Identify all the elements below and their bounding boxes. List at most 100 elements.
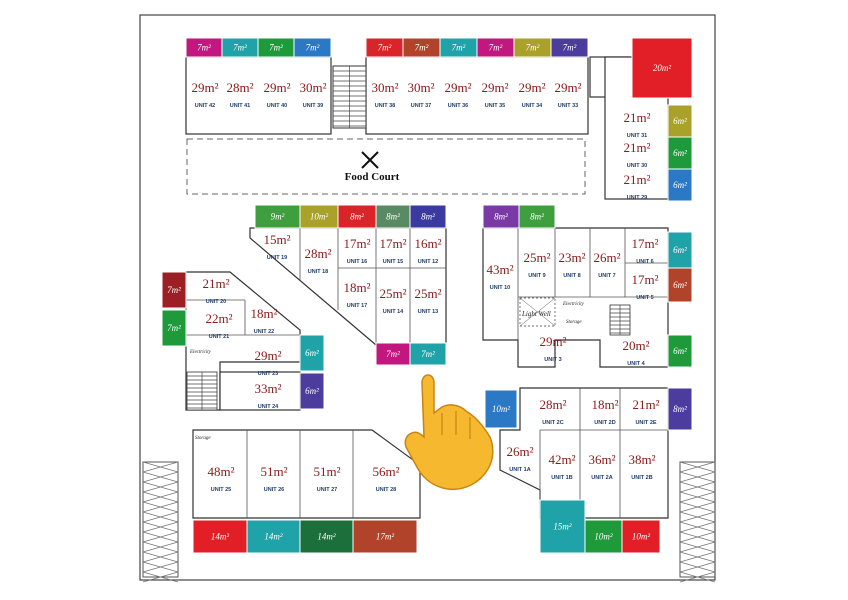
unit-area: 29m²	[481, 80, 508, 95]
light-well-tag: Light Well	[521, 310, 551, 318]
kiosk-fill	[667, 267, 693, 303]
unit-u13: 25m² UNIT 13	[414, 286, 441, 315]
unit-label: UNIT 9	[528, 273, 545, 279]
unit-label: UNIT 30	[627, 163, 647, 169]
kiosk-area: 8m²	[350, 212, 364, 222]
unit-area: 15m²	[263, 232, 290, 247]
kiosk-area: 7m²	[378, 43, 392, 53]
kiosk-fill	[409, 204, 447, 229]
kiosk-k27: 7m²	[161, 271, 187, 309]
kiosk-k23: 8m²	[518, 204, 556, 229]
unit-area: 25m²	[414, 286, 441, 301]
kiosk-area: 7m²	[421, 349, 435, 359]
kiosk-area: 7m²	[386, 349, 400, 359]
kiosk-k28: 7m²	[161, 309, 187, 347]
unit-area: 17m²	[631, 236, 658, 251]
kiosk-area: 14m²	[317, 532, 335, 542]
kiosk-k12: 6m²	[667, 104, 693, 138]
kiosk-fill	[631, 37, 693, 99]
kiosk-area: 8m²	[530, 212, 544, 222]
unit-area: 21m²	[623, 140, 650, 155]
kiosk-k3: 7m²	[257, 37, 295, 58]
kiosk-k14: 6m²	[667, 168, 693, 202]
unit-label: UNIT 42	[195, 103, 215, 109]
kiosk-area: 7m²	[167, 323, 181, 333]
kiosk-k18: 8m²	[375, 204, 411, 229]
unit-area: 23m²	[558, 250, 585, 265]
south-west-block	[192, 429, 421, 519]
kiosk-fill	[667, 387, 693, 431]
unit-label: UNIT 15	[383, 259, 403, 265]
kiosk-k6: 7m²	[402, 37, 441, 58]
kiosk-k16: 10m²	[299, 204, 339, 229]
unit-area: 21m²	[623, 110, 650, 125]
center-block	[249, 227, 447, 346]
food-court-label: Food Court	[345, 171, 400, 183]
left-hatch-area	[142, 461, 179, 583]
unit-label: UNIT 2B	[631, 475, 652, 481]
unit-label: UNIT 17	[347, 303, 367, 309]
unit-u42: 29m² UNIT 42	[191, 80, 218, 109]
unit-area: 16m²	[414, 236, 441, 251]
kiosk-k30: 6m²	[299, 372, 325, 410]
kiosk-k5: 7m²	[365, 37, 404, 58]
unit-u26: 51m² UNIT 26	[260, 464, 287, 493]
kiosk-area: 7m²	[233, 43, 247, 53]
unit-area: 28m²	[304, 246, 331, 261]
kiosk-area: 8m²	[421, 212, 435, 222]
electricity-tag-west: Electricity	[189, 350, 212, 355]
unit-label: UNIT 26	[264, 487, 284, 493]
kiosk-fill	[293, 37, 332, 58]
unit-area: 56m²	[372, 464, 399, 479]
unit-area: 29m²	[191, 80, 218, 95]
kiosk-fill	[667, 168, 693, 202]
kiosk-k20: 7m²	[375, 342, 411, 366]
kiosk-fill	[409, 342, 447, 366]
kiosk-fill	[299, 372, 325, 410]
unit-area: 18m²	[250, 306, 277, 321]
kiosk-k13: 6m²	[667, 136, 693, 170]
unit-area: 26m²	[506, 444, 533, 459]
kiosk-area: 8m²	[494, 212, 508, 222]
kiosk-area: 7m²	[167, 285, 181, 295]
unit-label: UNIT 18	[308, 269, 328, 275]
kiosk-area: 14m²	[211, 532, 229, 542]
kiosk-area: 6m²	[673, 180, 687, 190]
kiosk-fill	[161, 309, 187, 347]
unit-label: UNIT 7	[598, 273, 615, 279]
unit-area: 51m²	[260, 464, 287, 479]
unit-area: 26m²	[593, 250, 620, 265]
unit-label: UNIT 13	[418, 309, 438, 315]
kiosk-k24: 6m²	[667, 231, 693, 269]
kiosk-area: 7m²	[563, 43, 577, 53]
unit-label: UNIT 20	[206, 299, 226, 305]
kiosk-area: 6m²	[673, 116, 687, 126]
kiosk-k34: 14m²	[246, 519, 301, 554]
unit-label: UNIT 24	[258, 404, 279, 410]
kiosk-area: 15m²	[553, 522, 571, 532]
kiosk-k29: 6m²	[299, 334, 325, 372]
kiosk-area: 20m²	[653, 63, 671, 73]
unit-area: 33m²	[254, 381, 281, 396]
kiosk-k32: 8m²	[667, 387, 693, 431]
kiosk-k35: 14m²	[299, 519, 354, 554]
unit-area: 21m²	[632, 397, 659, 412]
kiosk-fill	[352, 519, 418, 554]
kiosk-fill	[518, 204, 556, 229]
